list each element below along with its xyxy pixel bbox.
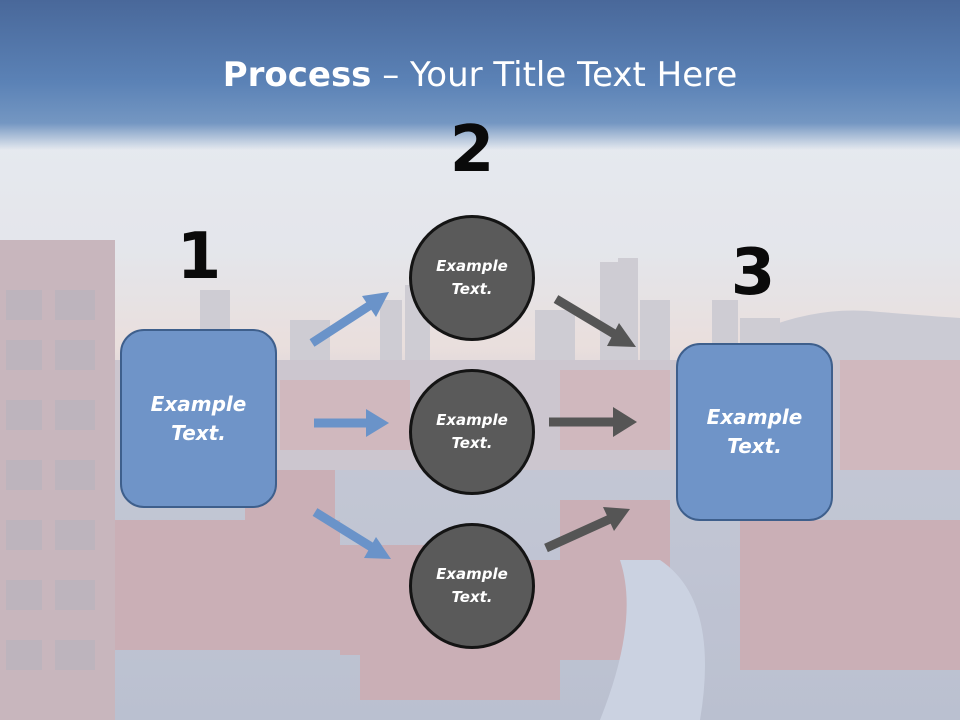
arrow-left-to-bottom bbox=[312, 508, 391, 559]
step-number-3: 3 bbox=[730, 236, 776, 310]
step-number-2: 2 bbox=[449, 113, 495, 187]
arrow-bottom-to-right bbox=[544, 507, 630, 553]
step-number-1: 1 bbox=[176, 220, 222, 294]
right-process-box: Example Text. bbox=[676, 343, 833, 521]
circle-top: Example Text. bbox=[409, 215, 535, 341]
circle-bottom: Example Text. bbox=[409, 523, 535, 649]
circle-bottom-text: Example Text. bbox=[436, 565, 508, 606]
title-bold-part: Process bbox=[222, 55, 372, 95]
left-process-box: Example Text. bbox=[120, 329, 277, 508]
circle-top-text: Example Text. bbox=[436, 257, 508, 298]
arrow-left-to-middle bbox=[314, 409, 389, 437]
arrow-top-to-right bbox=[553, 295, 636, 347]
right-box-text: Example Text. bbox=[706, 405, 803, 458]
title-rest-part: – Your Title Text Here bbox=[371, 55, 738, 95]
title-bar bbox=[0, 0, 960, 150]
circle-middle: Example Text. bbox=[409, 369, 535, 495]
left-box-text: Example Text. bbox=[150, 391, 247, 445]
arrow-middle-to-right bbox=[549, 407, 637, 437]
slide-title: Process – Your Title Text Here bbox=[0, 52, 960, 98]
arrow-left-to-top bbox=[309, 292, 389, 347]
circle-middle-text: Example Text. bbox=[436, 411, 508, 452]
